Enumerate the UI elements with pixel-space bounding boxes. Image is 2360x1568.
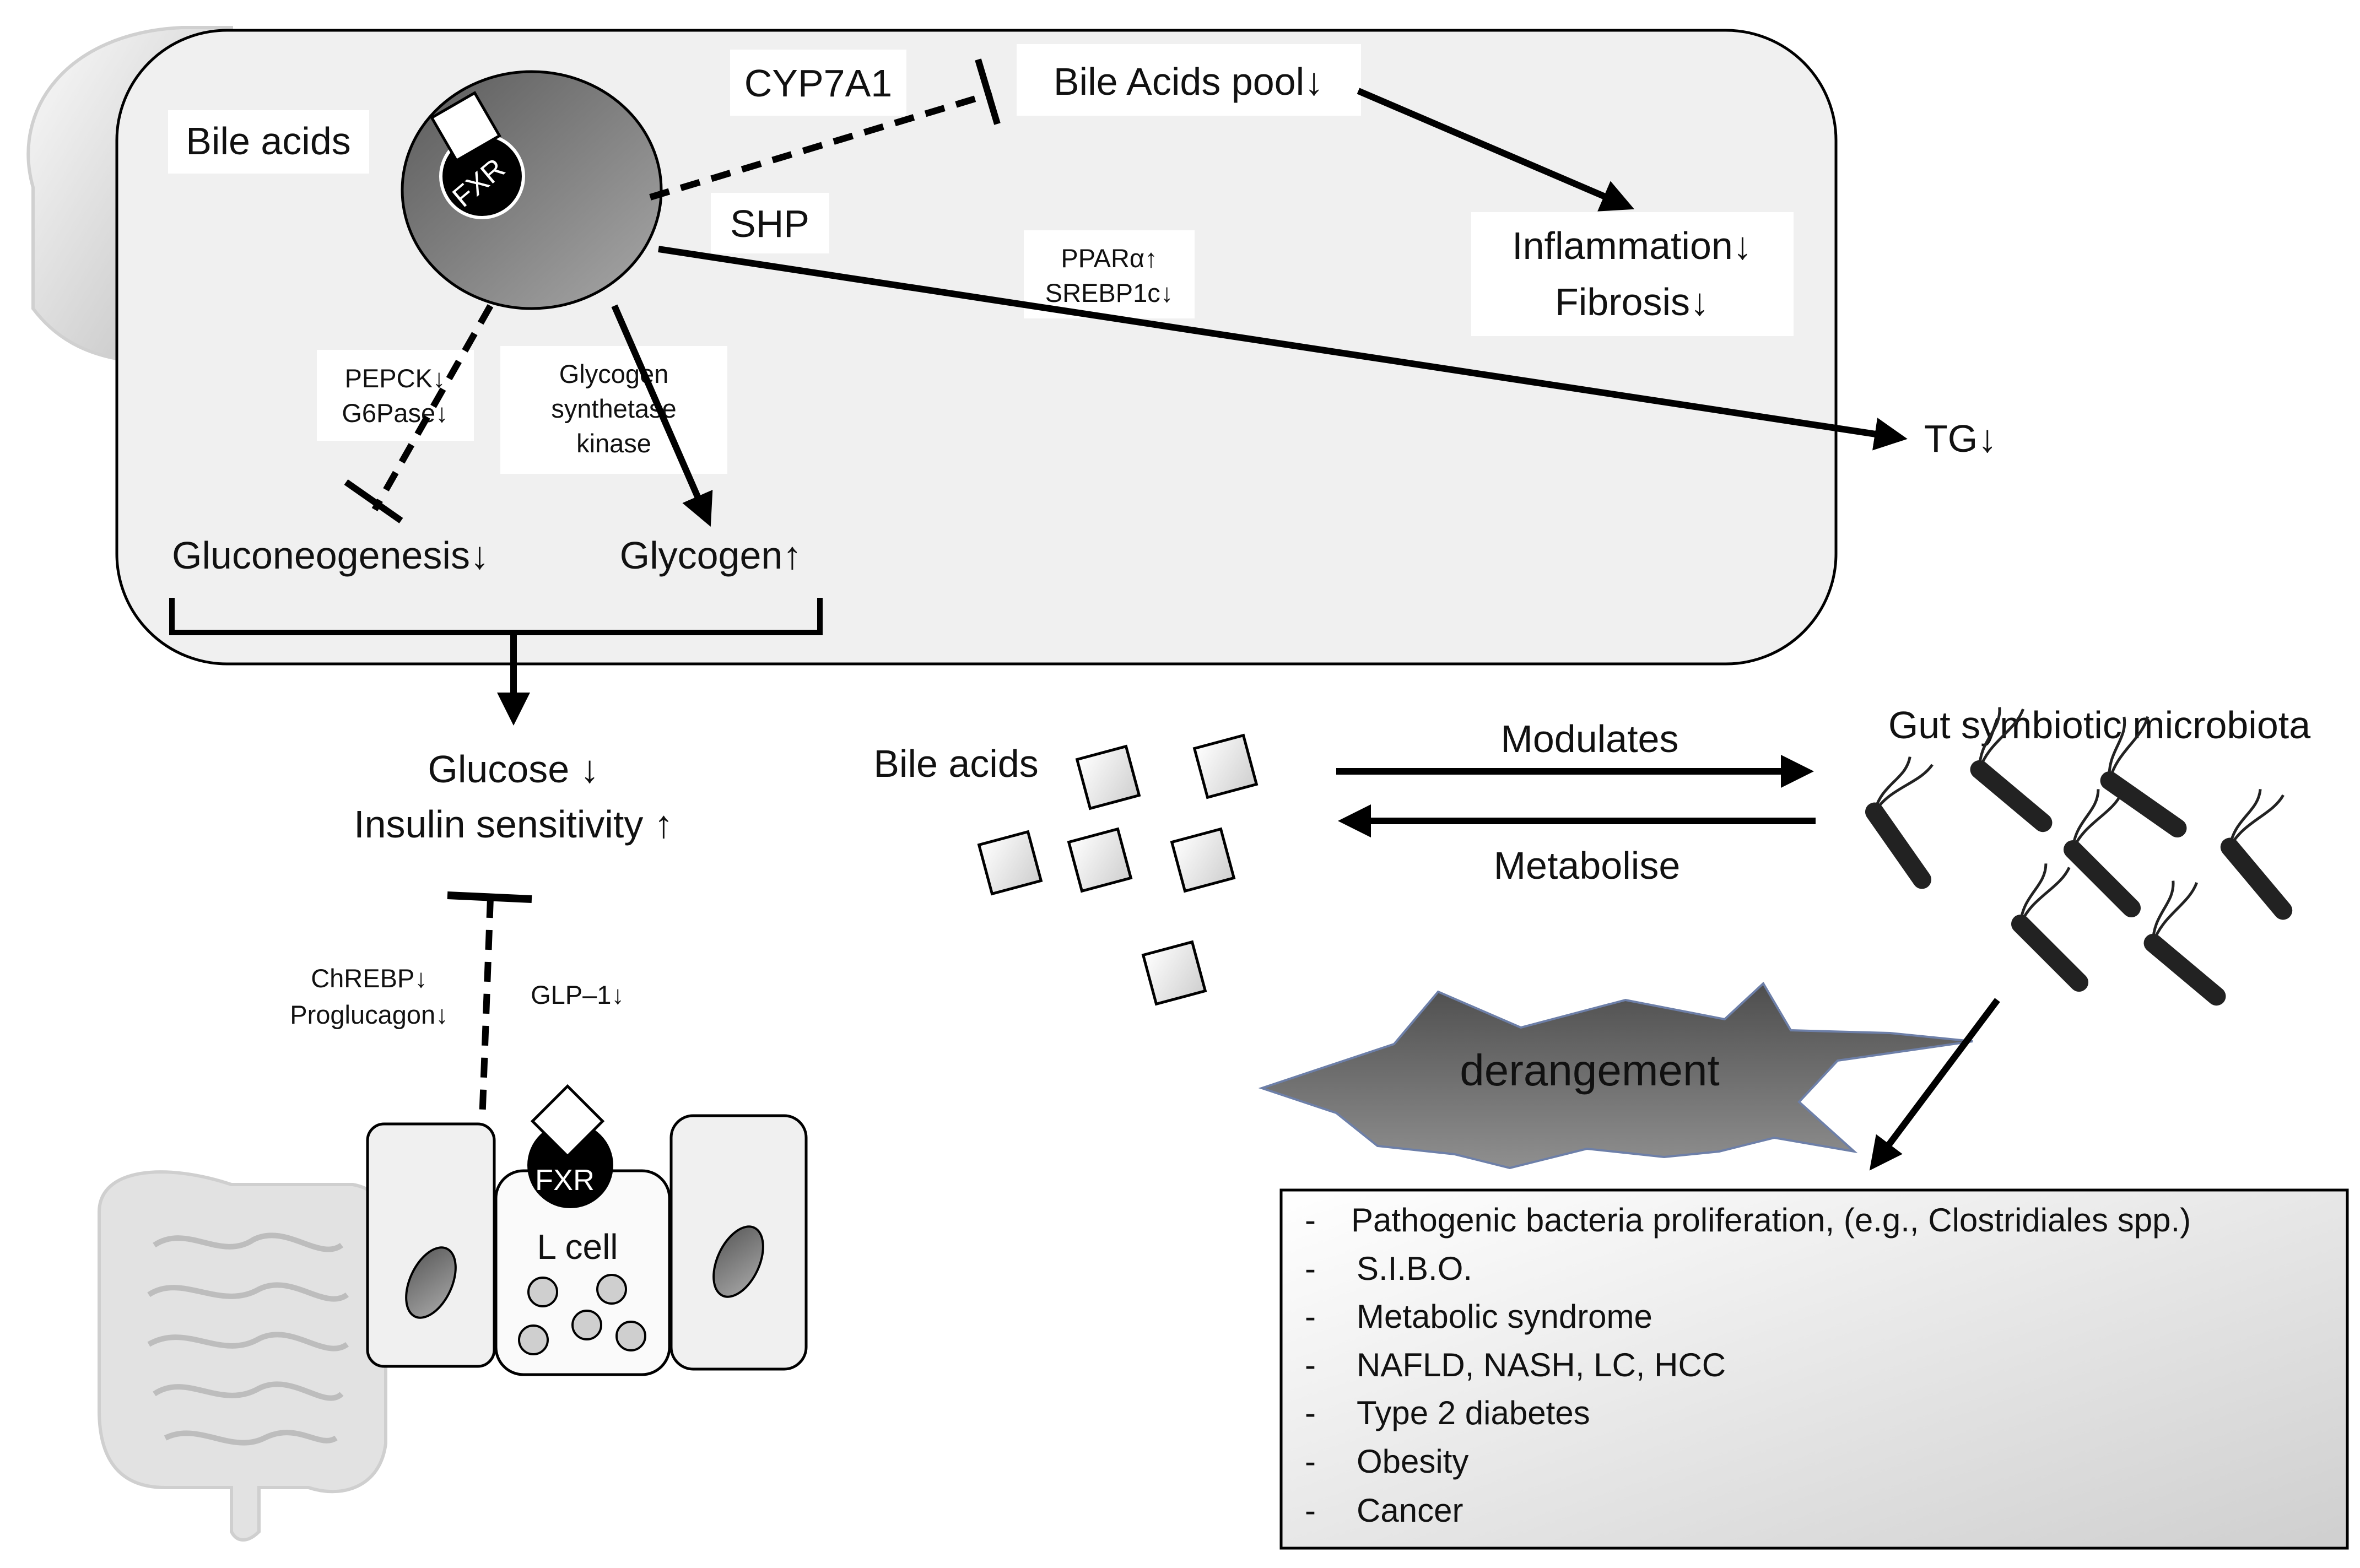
fibrosis-label: Fibrosis↓ — [1555, 280, 1709, 323]
tg-label: TG↓ — [1924, 417, 1997, 460]
free-bile-acid-icons — [977, 733, 1259, 1006]
pool-to-inflammation-arrow — [1357, 88, 1635, 212]
ppar-alpha-label: PPARα↑ — [1061, 244, 1157, 273]
l-cell-fxr-label: FXR — [535, 1164, 595, 1197]
condition-dash: - — [1305, 1492, 1316, 1529]
liver-output-bracket — [169, 598, 823, 635]
chrebp-label: ChREBP↓ — [311, 964, 428, 993]
bile-acids-pool-label: Bile Acids pool↓ — [1054, 60, 1324, 103]
enterocyte-left — [366, 1122, 496, 1368]
gsk-to-glycogen-arrow — [611, 304, 713, 527]
liver-bile-acids-label: Bile acids — [186, 120, 351, 163]
glycogen-label: Glycogen↑ — [620, 534, 802, 577]
pepck-inhibition-bar — [344, 479, 403, 523]
g6pase-label: G6Pase↓ — [342, 398, 448, 428]
glp1-label: GLP–1↓ — [531, 980, 624, 1009]
l-cell-label: L cell — [537, 1227, 618, 1267]
glycogen-synthetase-kinase-line3: kinase — [576, 429, 651, 458]
enterocyte-left-nucleus — [405, 1246, 457, 1319]
enterocyte-right-nucleus — [712, 1225, 764, 1298]
condition-dash: - — [1305, 1347, 1316, 1383]
pepck-label: PEPCK↓ — [345, 364, 446, 393]
l-cell-granules — [518, 1274, 646, 1355]
condition-item: Type 2 diabetes — [1357, 1394, 1590, 1431]
hepatocyte-nucleus: FXR — [401, 70, 663, 310]
condition-dash: - — [1305, 1298, 1316, 1335]
condition-item: Metabolic syndrome — [1357, 1298, 1652, 1335]
l-cell-fxr-icon — [527, 1122, 613, 1208]
conditions-list: - Pathogenic bacteria proliferation, (e.… — [1305, 1202, 2191, 1529]
l-cell-inhibition-bar — [447, 891, 532, 903]
cyp7a1-label: CYP7A1 — [744, 62, 892, 105]
glucose-label: Glucose ↓ — [428, 748, 599, 791]
condition-item: S.I.B.O. — [1357, 1250, 1472, 1287]
bacteria-icons — [1865, 707, 2293, 1006]
insulin-sensitivity-label: Insulin sensitivity ↑ — [354, 803, 673, 846]
cyp7a1-inhibition-line — [649, 90, 993, 201]
glycogen-synthetase-kinase-line1: Glycogen — [559, 359, 669, 388]
proglucagon-label: Proglucagon↓ — [290, 1000, 448, 1029]
cyp7a1-inhibition-bar — [975, 58, 1001, 125]
derangement-starburst — [1258, 981, 1973, 1170]
metabolise-label: Metabolise — [1494, 844, 1681, 887]
condition-item: Cancer — [1357, 1492, 1463, 1529]
gut-bile-acids-label: Bile acids — [873, 742, 1039, 785]
pepck-inhibition-line — [371, 304, 494, 511]
condition-item: Pathogenic bacteria proliferation, (e.g.… — [1351, 1202, 2191, 1239]
l-cell-inhibition-line — [479, 897, 494, 1122]
condition-dash: - — [1305, 1250, 1316, 1287]
condition-dash: - — [1305, 1443, 1316, 1480]
microbiota-label: Gut symbiotic microbiota — [1888, 704, 2310, 747]
srebp1c-label: SREBP1c↓ — [1045, 278, 1173, 307]
condition-item: NAFLD, NASH, LC, HCC — [1357, 1347, 1726, 1383]
intestine-silhouette — [98, 1170, 392, 1542]
modulates-label: Modulates — [1501, 717, 1679, 760]
inflammation-label: Inflammation↓ — [1512, 224, 1752, 267]
gluconeogenesis-label: Gluconeogenesis↓ — [172, 534, 489, 577]
l-cell-bile-acid-icon — [530, 1084, 605, 1159]
shp-to-tg-arrow — [658, 246, 1908, 451]
conditions-list-box — [1279, 1188, 2349, 1550]
condition-item: Obesity — [1357, 1443, 1468, 1480]
microbiota-to-conditions-arrow — [1869, 998, 2000, 1171]
condition-dash: - — [1305, 1394, 1316, 1431]
shp-label: SHP — [730, 202, 809, 245]
derangement-label: derangement — [1460, 1046, 1719, 1095]
condition-dash: - — [1305, 1202, 1316, 1239]
bile-acid-ligand-icon — [430, 91, 501, 163]
